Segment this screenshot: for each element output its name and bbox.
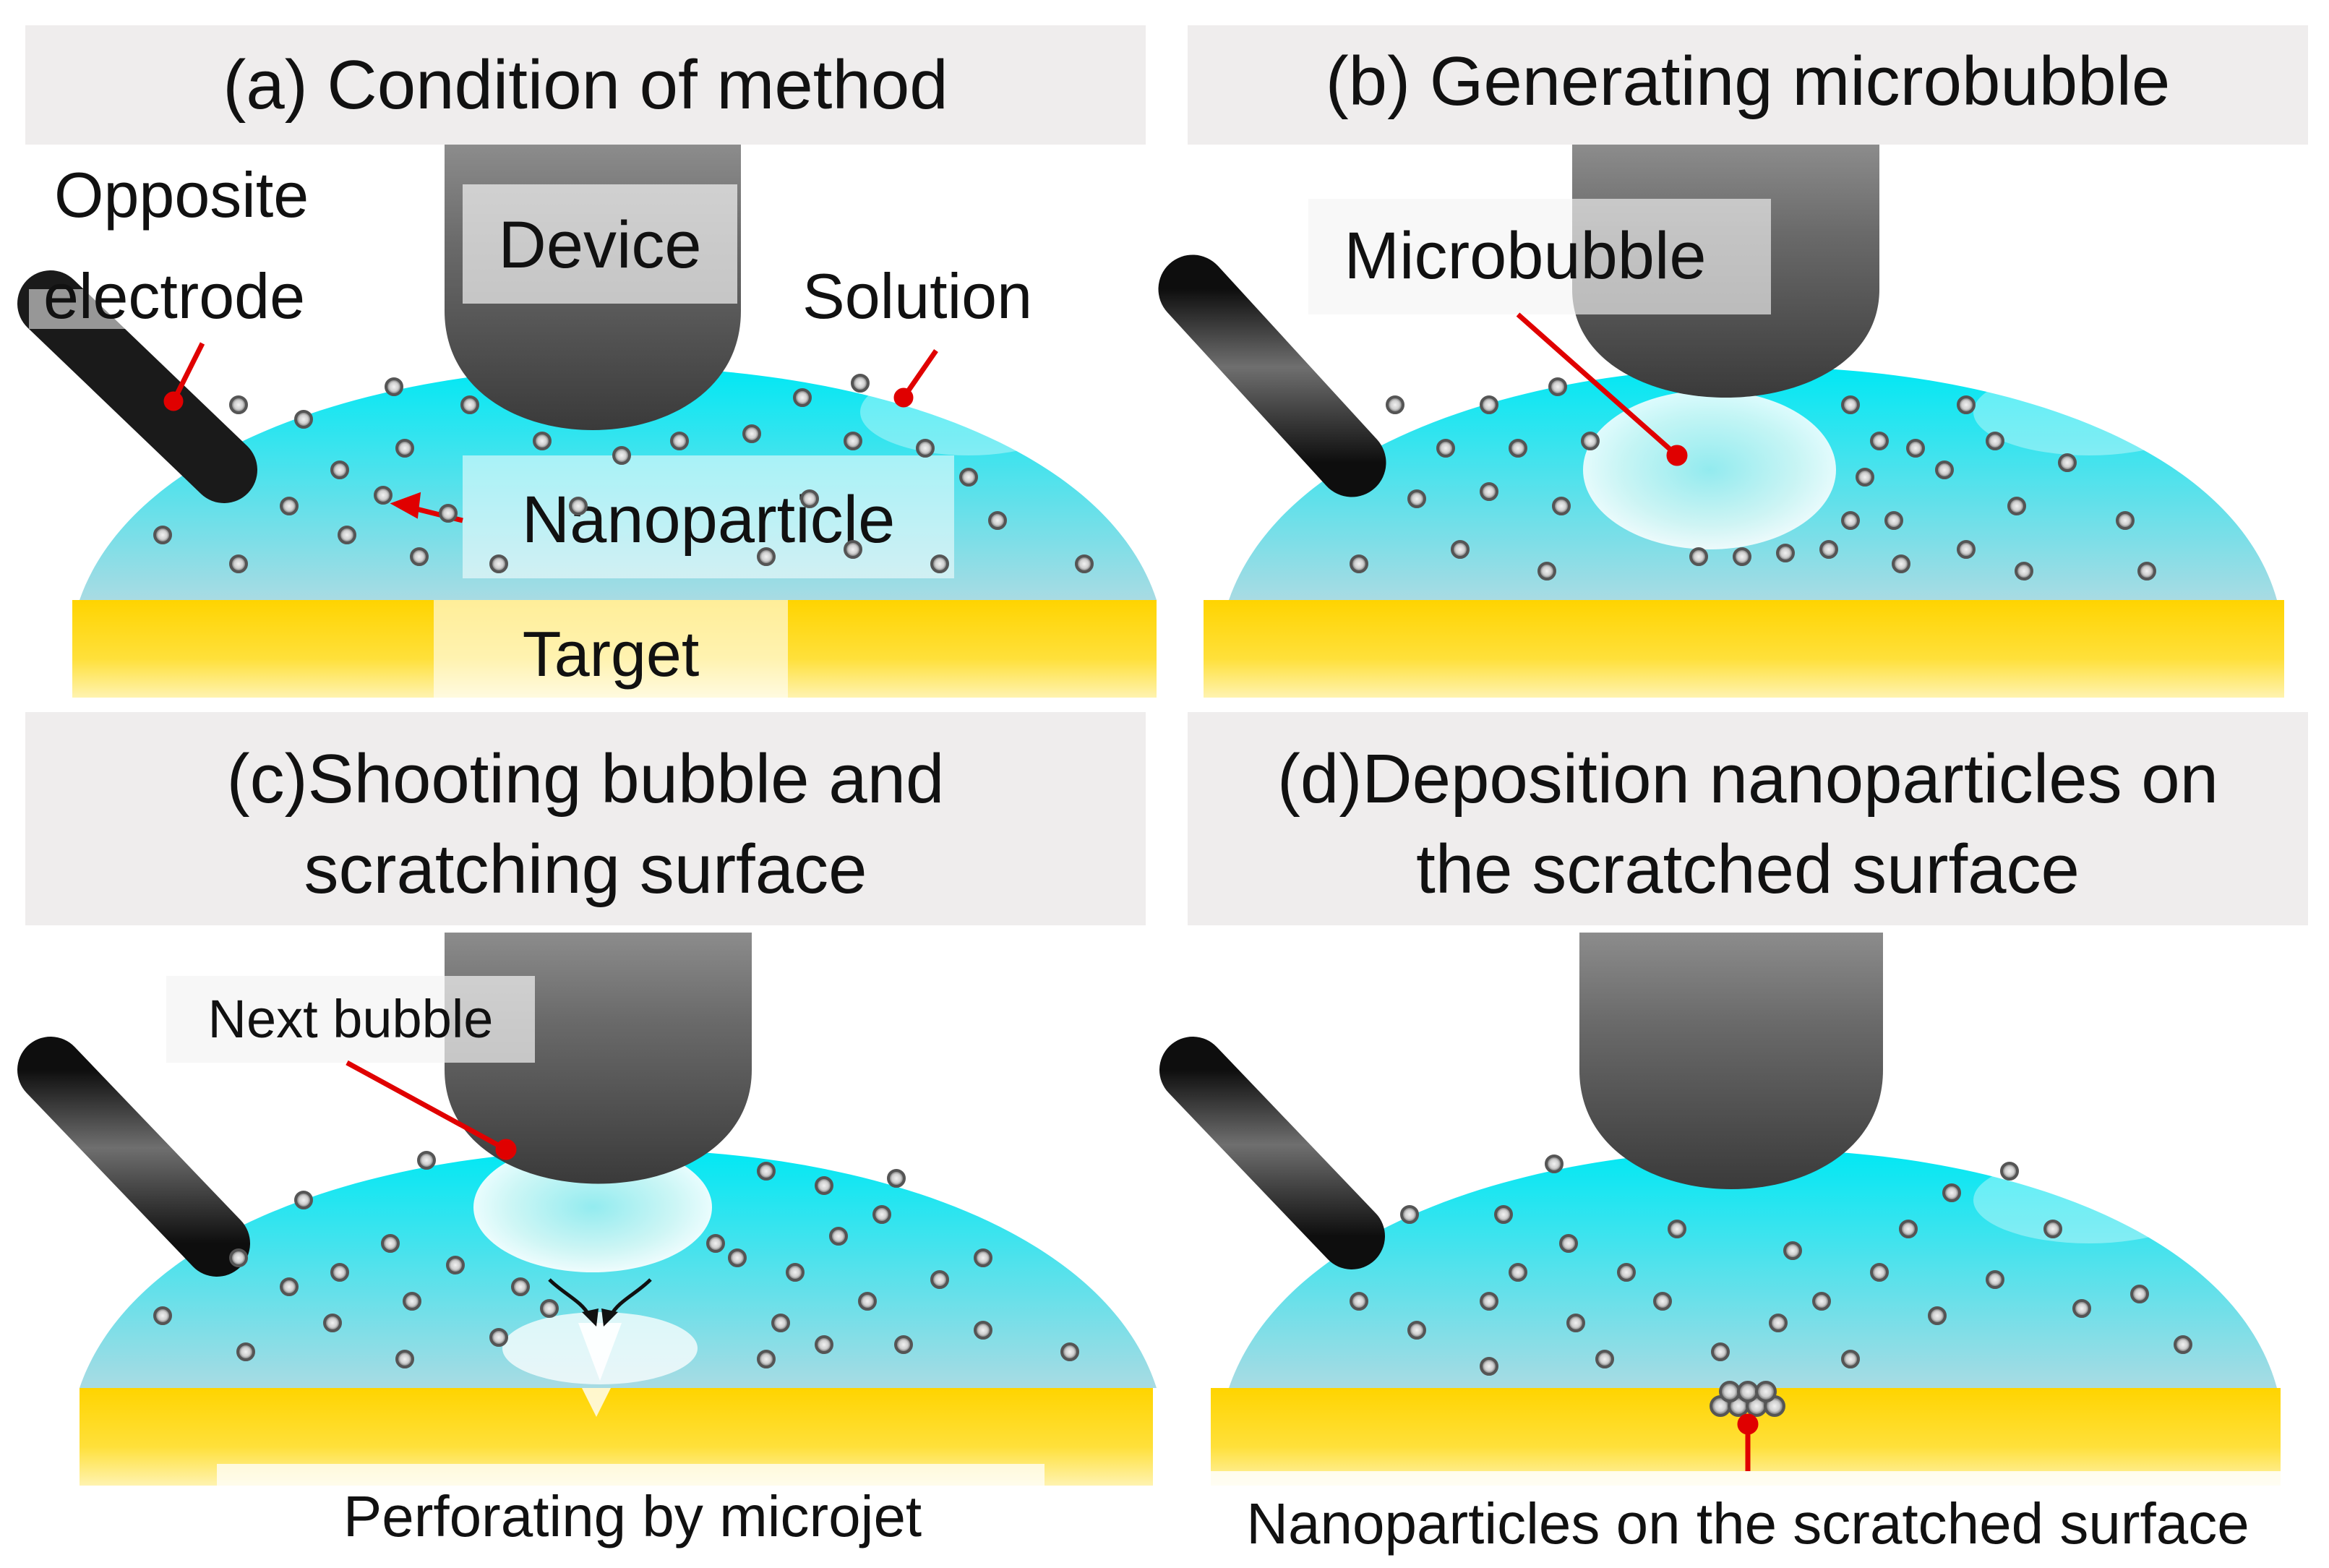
deposited-label-box bbox=[1193, 1471, 2328, 1561]
panel-d-title-line-2: the scratched surface bbox=[1416, 831, 2080, 908]
opposite-electrode-label-2: electrode bbox=[43, 260, 305, 332]
solution-highlight bbox=[1973, 1157, 2205, 1243]
panel-a: (a) Condition of method Target Device Op… bbox=[17, 25, 1157, 698]
microbubble bbox=[1583, 390, 1836, 549]
scratch-groove bbox=[582, 1388, 611, 1417]
panel-c: (c)Shooting bubble and scratching surfac… bbox=[17, 712, 1157, 1561]
next-bubble-label-box bbox=[166, 976, 535, 1063]
panel-d: (d)Deposition nanoparticles on the scrat… bbox=[1159, 712, 2328, 1561]
deposited-label: Nanoparticles on the scratched surface bbox=[1246, 1491, 2249, 1556]
deposited-nanoparticle-cluster bbox=[1710, 1381, 1785, 1417]
panel-c-title-box bbox=[25, 712, 1146, 925]
next-bubble-label: Next bubble bbox=[208, 989, 494, 1049]
panel-a-title: (a) Condition of method bbox=[223, 46, 948, 124]
electrode-rod bbox=[17, 270, 257, 503]
nanoparticle-label: Nanoparticle bbox=[522, 483, 896, 557]
microbubble-label: Microbubble bbox=[1344, 219, 1706, 293]
target-label: Target bbox=[523, 618, 700, 690]
panel-b-nanoparticles bbox=[1350, 377, 2156, 580]
microjet-arrow-heads bbox=[582, 1308, 618, 1327]
panel-a-nanoparticles bbox=[153, 374, 1094, 573]
target-label-box bbox=[434, 600, 788, 698]
solution-dome bbox=[1229, 1149, 2277, 1388]
device-label-box bbox=[463, 184, 737, 304]
nanoparticle-label-box bbox=[463, 455, 954, 578]
electrode-rod bbox=[1159, 1037, 1385, 1269]
perforating-label: Perforating by microjet bbox=[343, 1484, 922, 1548]
panel-c-title-line-2: scratching surface bbox=[304, 831, 867, 908]
device-tip bbox=[1579, 933, 1883, 1189]
panel-d-nanoparticles bbox=[1350, 1154, 2192, 1376]
panel-b-pointers bbox=[1516, 312, 1688, 466]
panel-d-title-line-1: (d)Deposition nanoparticles on bbox=[1277, 740, 2218, 818]
panel-b-title-box bbox=[1188, 25, 2308, 145]
device-label: Device bbox=[498, 208, 701, 282]
microbubble-label-box bbox=[1308, 199, 1771, 314]
solution-highlight bbox=[1973, 369, 2205, 455]
microjet bbox=[578, 1323, 622, 1381]
opposite-electrode-label-1: Opposite bbox=[54, 159, 309, 231]
electrode-rod bbox=[1158, 254, 1386, 497]
solution-highlight bbox=[860, 369, 1077, 455]
opposite-label-box bbox=[29, 289, 361, 329]
panel-c-pointers bbox=[346, 1060, 517, 1160]
solution-label: Solution bbox=[802, 260, 1032, 332]
panel-d-title-box bbox=[1188, 712, 2308, 925]
perforating-label-box bbox=[217, 1464, 1045, 1561]
panel-b-title: (b) Generating microbubble bbox=[1326, 43, 2171, 120]
target-plate bbox=[1204, 600, 2284, 698]
electrode-rod bbox=[17, 1037, 250, 1277]
panel-c-title-line-1: (c)Shooting bubble and bbox=[227, 740, 945, 818]
panel-a-title-box bbox=[25, 25, 1146, 145]
panel-c-nanoparticles bbox=[153, 1151, 1079, 1368]
panel-b: (b) Generating microbubble Microbubble bbox=[1158, 25, 2308, 698]
panel-d-pointers bbox=[1737, 1413, 1759, 1471]
